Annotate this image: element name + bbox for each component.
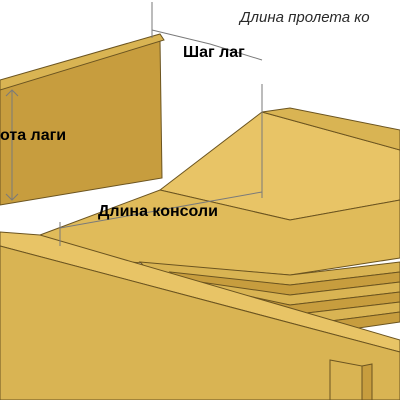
joist-front-side — [261, 107, 400, 151]
joist-height-label: ота лаги — [0, 127, 67, 144]
post-side — [361, 363, 373, 400]
joist-spacing-label: Шаг лаг — [183, 44, 245, 61]
beam-face — [0, 245, 400, 400]
beam-top — [0, 231, 400, 353]
span-length-label: Длина пролета ко — [240, 9, 370, 26]
dimension-lines — [5, 2, 263, 246]
joist-back-face — [0, 33, 165, 91]
cantilever-length-label: Длина консоли — [98, 203, 218, 220]
post — [329, 359, 363, 400]
